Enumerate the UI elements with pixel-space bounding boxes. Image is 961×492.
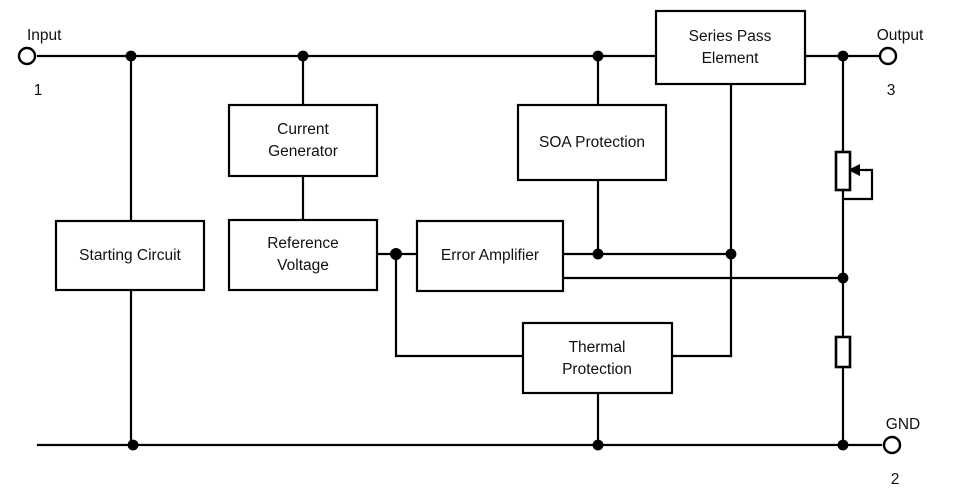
junction-dot-input-starting-tap bbox=[125, 50, 137, 62]
junction-dot-gnd-starting bbox=[127, 439, 139, 451]
terminal-gnd-label: GND bbox=[886, 416, 920, 433]
divider-resistor-body bbox=[834, 335, 852, 369]
block-thermal-protection-label-line2: Protection bbox=[562, 361, 632, 378]
block-current-generator-label-line2: Generator bbox=[268, 143, 338, 160]
block-starting-circuit-rect[interactable] bbox=[54, 219, 206, 292]
potentiometer-body bbox=[834, 150, 852, 192]
junction-dot-input-soa bbox=[592, 50, 604, 62]
terminal-output-number: 3 bbox=[887, 82, 896, 99]
block-current-generator[interactable]: Current Generator bbox=[227, 103, 379, 178]
passive-layer bbox=[834, 150, 852, 369]
block-reference-voltage-rect[interactable] bbox=[227, 218, 379, 292]
block-starting-circuit-label: Starting Circuit bbox=[79, 247, 181, 264]
terminal-gnd-number: 2 bbox=[891, 471, 900, 488]
block-layer: Starting Circuit Current Generator Refer… bbox=[54, 9, 807, 395]
block-current-generator-rect[interactable] bbox=[227, 103, 379, 178]
block-series-pass-element-rect[interactable] bbox=[654, 9, 807, 86]
junction-dot-layer bbox=[125, 50, 849, 451]
terminal-output[interactable]: Output 3 bbox=[877, 27, 924, 99]
terminal-gnd[interactable]: GND 2 bbox=[882, 416, 920, 488]
block-series-pass-element[interactable]: Series Pass Element bbox=[654, 9, 807, 86]
block-soa-protection[interactable]: SOA Protection bbox=[516, 103, 668, 182]
terminal-output-label: Output bbox=[877, 27, 924, 44]
block-error-amplifier-label: Error Amplifier bbox=[441, 247, 539, 264]
terminal-input-number: 1 bbox=[34, 82, 43, 99]
block-reference-voltage[interactable]: Reference Voltage bbox=[227, 218, 379, 292]
junction-dot-input-current-gen bbox=[297, 50, 309, 62]
junction-dot-feedback-sense bbox=[837, 272, 849, 284]
potentiometer-wiper-arrow-icon bbox=[848, 164, 860, 176]
block-starting-circuit[interactable]: Starting Circuit bbox=[54, 219, 206, 292]
terminal-input-label: Input bbox=[27, 27, 62, 44]
terminal-input-pad[interactable] bbox=[17, 46, 37, 66]
wire-layer bbox=[36, 54, 883, 447]
block-reference-voltage-label-line1: Reference bbox=[267, 235, 339, 252]
junction-dot-amp-soa bbox=[592, 248, 604, 260]
terminal-gnd-pad[interactable] bbox=[882, 435, 902, 455]
block-reference-voltage-label-line2: Voltage bbox=[277, 257, 329, 274]
block-soa-protection-rect[interactable] bbox=[516, 103, 668, 182]
block-thermal-protection-label-line1: Thermal bbox=[569, 339, 626, 356]
junction-dot-ref-to-amp bbox=[390, 248, 402, 260]
block-current-generator-label-line1: Current bbox=[277, 121, 329, 138]
block-soa-protection-label: SOA Protection bbox=[539, 134, 645, 151]
junction-dot-gnd-thermal bbox=[592, 439, 604, 451]
block-error-amplifier-rect[interactable] bbox=[415, 219, 565, 293]
terminal-input[interactable]: Input 1 bbox=[17, 27, 62, 99]
wire-reference-node-to-thermal bbox=[394, 252, 525, 358]
block-thermal-protection-rect[interactable] bbox=[521, 321, 674, 395]
block-error-amplifier[interactable]: Error Amplifier bbox=[415, 219, 565, 293]
junction-dot-gnd-right bbox=[837, 439, 849, 451]
block-series-pass-element-label-line2: Element bbox=[702, 50, 760, 67]
block-thermal-protection[interactable]: Thermal Protection bbox=[521, 321, 674, 395]
junction-dot-amp-series-pass bbox=[725, 248, 737, 260]
wire-potentiometer-wiper-loop bbox=[841, 168, 874, 201]
junction-dot-output-node bbox=[837, 50, 849, 62]
terminal-layer: Input 1 Output 3 GND 2 bbox=[17, 27, 924, 488]
block-series-pass-element-label-line1: Series Pass bbox=[689, 28, 772, 45]
terminal-output-pad[interactable] bbox=[878, 46, 898, 66]
